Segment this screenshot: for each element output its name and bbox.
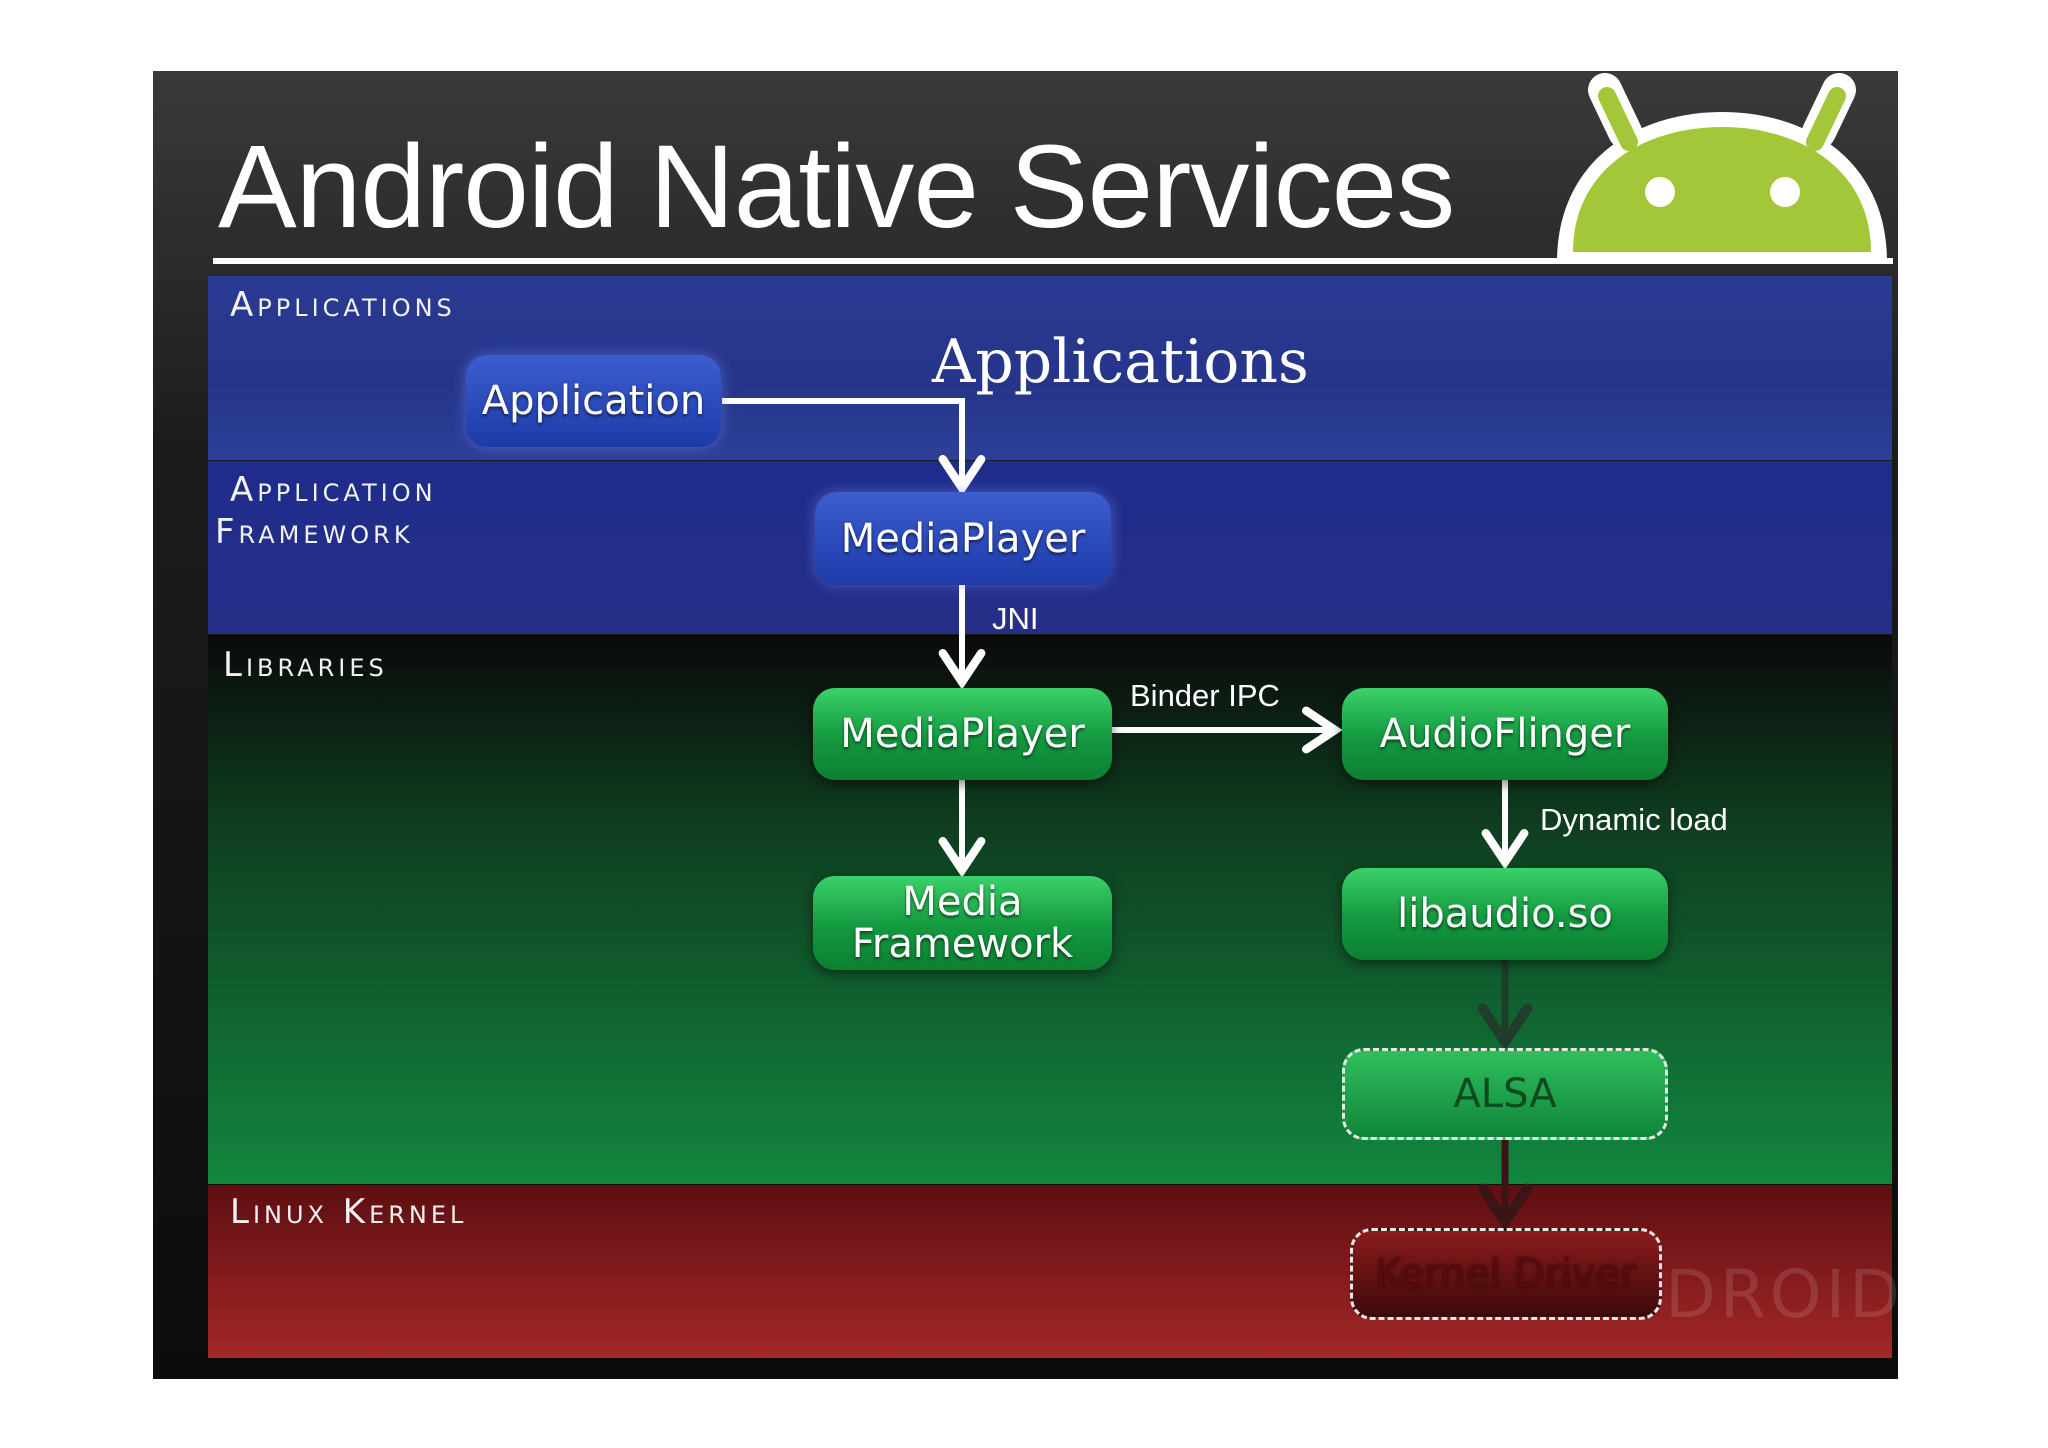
jni-label: JNI	[992, 601, 1039, 636]
android-watermark: DROID	[1665, 1256, 1904, 1333]
application-framework-layer-label: Application Framework	[215, 473, 437, 549]
media-framework-line2: Framework	[851, 921, 1074, 967]
binder-ipc-label: Binder IPC	[1130, 678, 1280, 713]
android-robot-icon	[1557, 73, 1887, 262]
alsa-node: ALSA	[1342, 1048, 1668, 1140]
media-framework-node: Media Framework	[813, 876, 1112, 970]
mediaplayer-java-node: MediaPlayer	[815, 492, 1111, 585]
libraries-layer-label: Libraries	[223, 645, 388, 685]
applications-annotation: Applications	[932, 327, 1309, 397]
framework-label-line1: Application	[230, 470, 437, 510]
linux-kernel-layer-label: Linux Kernel	[230, 1192, 468, 1232]
libaudio-node: libaudio.so	[1342, 868, 1668, 960]
mediaplayer-native-node: MediaPlayer	[813, 688, 1112, 780]
applications-layer-label: Applications	[230, 285, 456, 325]
media-framework-line1: Media	[902, 879, 1023, 925]
slide-title: Android Native Services	[218, 121, 1455, 253]
kernel-driver-node: Kernel Driver	[1350, 1228, 1662, 1320]
framework-label-line2: Framework	[215, 512, 414, 552]
dynamic-load-label: Dynamic load	[1540, 802, 1728, 837]
application-node: Application	[466, 355, 721, 447]
audioflinger-node: AudioFlinger	[1342, 688, 1668, 780]
title-underline	[213, 258, 1893, 264]
